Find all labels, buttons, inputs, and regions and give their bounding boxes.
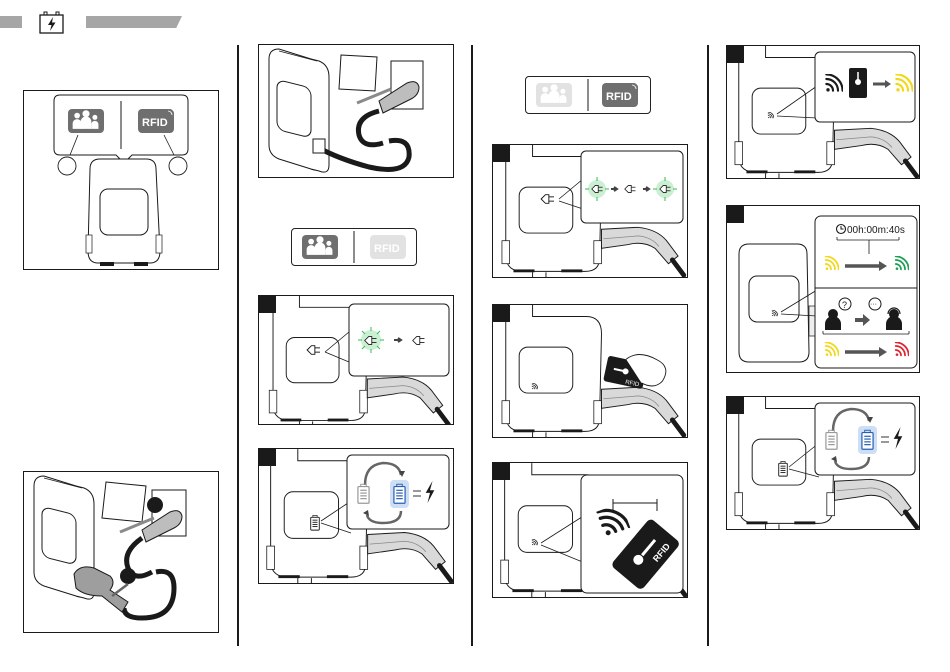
column-divider: [707, 45, 709, 646]
led-plug-status-panel: [258, 295, 454, 425]
step-badge: [727, 206, 744, 223]
step-badge: [493, 463, 510, 480]
header-bar-right: [86, 16, 182, 28]
free-mode-button-indicator: [58, 157, 76, 175]
rfid-read-panel: [726, 45, 920, 179]
battery-empty-icon: [826, 430, 837, 449]
question-mark: ?: [842, 300, 847, 310]
rfid-distance-panel: RFID: [492, 462, 688, 598]
connect-station-panel: [258, 44, 454, 178]
rfid-card-hand-icon: RFID: [603, 348, 668, 394]
mode-indicator-free-active: RFID: [291, 228, 417, 266]
step-marker-1: [147, 497, 163, 513]
step-badge: [259, 296, 276, 313]
authorization-panel: 00h:00m:40s ? ···: [726, 205, 920, 373]
column-divider: [471, 45, 473, 646]
mode-selection-panel: RFID: [23, 90, 219, 270]
rfid-button-indicator: [169, 157, 187, 175]
rfid-mode-badge: RFID: [138, 108, 175, 133]
step-badge: [259, 449, 276, 466]
header-bar-left: [0, 16, 22, 28]
rfid-label-active: RFID: [606, 91, 632, 103]
battery-charging-icon: [394, 484, 405, 503]
battery-charging-icon: [862, 430, 873, 449]
battery-charging-icon: [38, 11, 65, 35]
free-mode-badge: [68, 109, 104, 133]
step-badge: [493, 305, 510, 322]
rfid-label: RFID: [142, 117, 168, 129]
charging-cycle-panel-rfid: [726, 396, 920, 530]
battery-empty-icon: [358, 484, 369, 503]
step-badge: [493, 145, 510, 162]
ellipsis-bubble: ···: [870, 301, 877, 308]
led-plug-rfid-panel: [492, 144, 688, 278]
charging-cycle-panel: [258, 448, 454, 584]
mode-indicator-rfid-active: RFID: [525, 76, 651, 114]
rfid-label-disabled: RFID: [374, 243, 400, 255]
step-badge: [727, 397, 744, 414]
step-badge: [727, 46, 744, 63]
timer-value: 00h:00m:40s: [847, 225, 905, 236]
plug-in-panel: [23, 471, 219, 633]
rfid-card-swipe-panel: RFID: [492, 304, 688, 438]
column-divider: [237, 45, 239, 646]
step-marker-2: [120, 568, 136, 584]
rfid-card-icon: [849, 68, 867, 98]
